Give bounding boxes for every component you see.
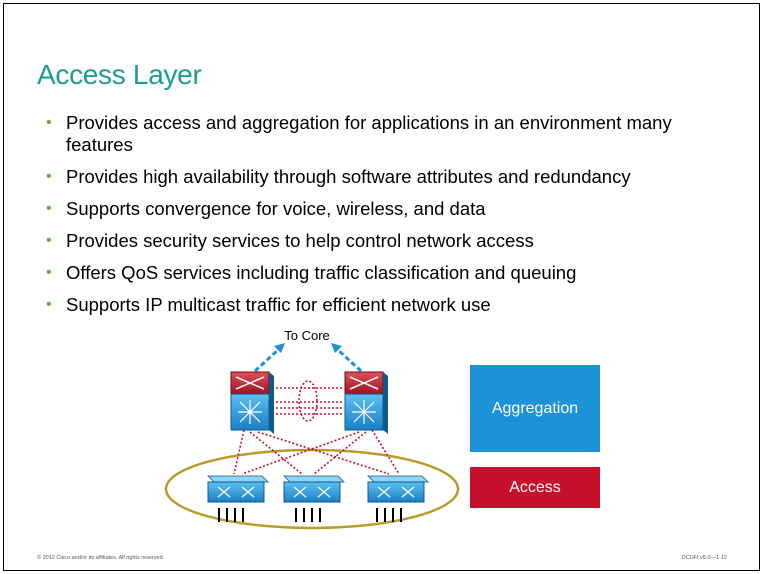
slide: Access Layer • Provides access and aggreg… (3, 3, 760, 571)
inter-switch-links (272, 380, 344, 422)
bullet-text: Supports convergence for voice, wireless… (66, 198, 486, 219)
bullet-item: • Supports convergence for voice, wireles… (42, 198, 742, 220)
network-diagram: To Core (164, 328, 460, 530)
bullet-dot-icon: • (46, 114, 52, 131)
uplink-arrow-right (331, 343, 363, 373)
bullet-dot-icon: • (46, 264, 52, 281)
uplink-arrow-left (253, 343, 285, 373)
bullet-item: • Provides access and aggregation for app… (42, 112, 742, 156)
legend-aggregation: Aggregation (470, 365, 600, 452)
bullet-item: • Offers QoS services including traffic c… (42, 262, 742, 284)
to-core-label: To Core (284, 328, 330, 343)
bullet-dot-icon: • (46, 168, 52, 185)
bullet-item: • Provides high availability through soft… (42, 166, 742, 188)
bullet-text: Provides security services to help contr… (66, 230, 534, 251)
legend-access: Access (470, 467, 600, 508)
bullet-dot-icon: • (46, 200, 52, 217)
slide-title: Access Layer (37, 59, 202, 90)
bullet-text: Offers QoS services including traffic cl… (66, 262, 577, 283)
bullet-dot-icon: • (46, 232, 52, 249)
access-uplinks (233, 429, 400, 475)
aggregation-switch-right (344, 371, 388, 434)
footer-course-code: DCUFI v5.0—1-12 (681, 555, 727, 561)
bullet-text: Provides access and aggregation for appl… (66, 112, 672, 155)
footer-copyright: © 2012 Cisco and/or its affiliates. All … (37, 555, 165, 561)
bullet-dot-icon: • (46, 296, 52, 313)
access-switch-3 (367, 475, 429, 522)
bullet-text: Provides high availability through softw… (66, 166, 631, 187)
bullet-item: • Supports IP multicast traffic for effic… (42, 294, 742, 316)
aggregation-switch-left (230, 371, 274, 434)
access-switch-1 (207, 475, 269, 522)
bullet-text: Supports IP multicast traffic for effici… (66, 294, 491, 315)
access-switch-2 (283, 475, 345, 522)
bullet-item: • Provides security services to help cont… (42, 230, 742, 252)
bullet-list: • Provides access and aggregation for app… (42, 112, 742, 326)
